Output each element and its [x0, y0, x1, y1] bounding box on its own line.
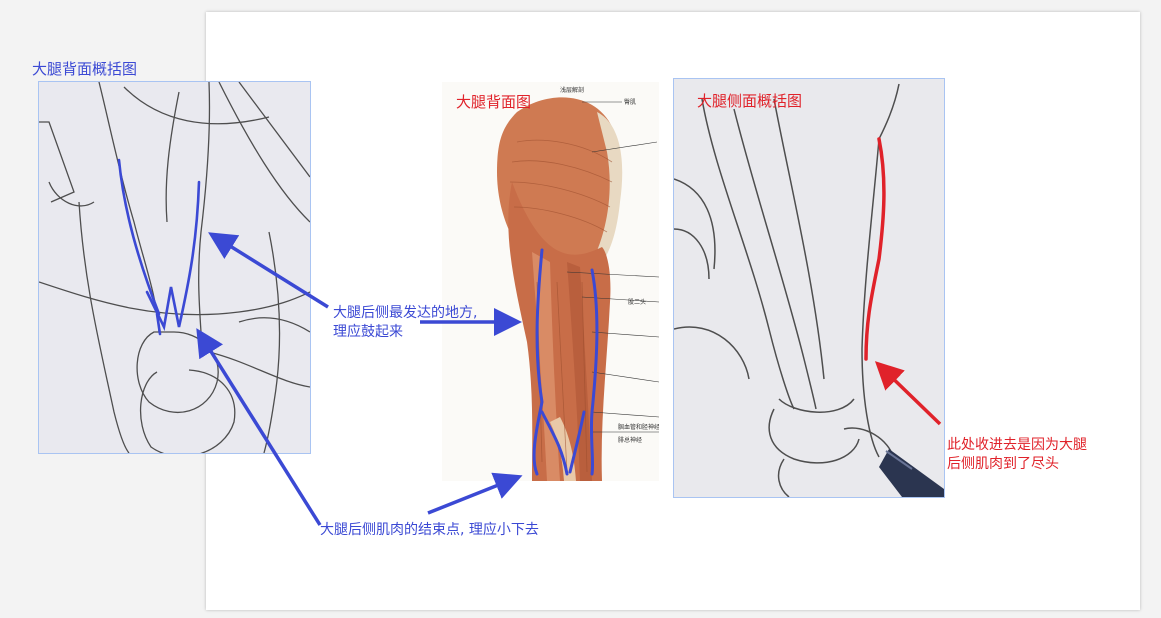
- tiny-label-4: 腓总神经: [618, 436, 642, 444]
- left-title: 大腿背面概括图: [32, 60, 138, 78]
- tuck-annotation: 此处收进去是因为大腿 后侧肌肉到了尽头: [947, 436, 1087, 474]
- tiny-label-2: 股二头: [628, 298, 646, 306]
- side-thigh-sketch-drawing: [674, 83, 944, 497]
- tiny-label-3: 腘血管和胫神经: [618, 423, 659, 431]
- tiny-label-1: 臀肌: [624, 99, 636, 106]
- right-title: 大腿侧面概括图: [697, 92, 803, 110]
- bulge-annotation-line2: 理应鼓起来: [333, 324, 403, 340]
- anatomy-reference-image: 浅层解剖 臀肌 股二头 腘血管和胫神经 腓总神经: [442, 82, 659, 481]
- back-thigh-sketch-image: [38, 81, 311, 454]
- side-thigh-sketch-image: [673, 78, 945, 498]
- tuck-annotation-line2: 后侧肌肉到了尽头: [947, 456, 1059, 472]
- tiny-label-top: 浅层解剖: [560, 86, 584, 94]
- bulge-annotation: 大腿后侧最发达的地方, 理应鼓起来: [333, 304, 477, 342]
- back-thigh-sketch-drawing: [39, 82, 310, 453]
- end-point-annotation: 大腿后侧肌肉的结束点, 理应小下去: [320, 522, 539, 538]
- bulge-annotation-line1: 大腿后侧最发达的地方,: [333, 305, 478, 321]
- mid-title: 大腿背面图: [456, 93, 532, 111]
- anatomy-reference-drawing: 浅层解剖 臀肌 股二头 腘血管和胫神经 腓总神经: [497, 86, 659, 481]
- tuck-annotation-line1: 此处收进去是因为大腿: [947, 437, 1087, 453]
